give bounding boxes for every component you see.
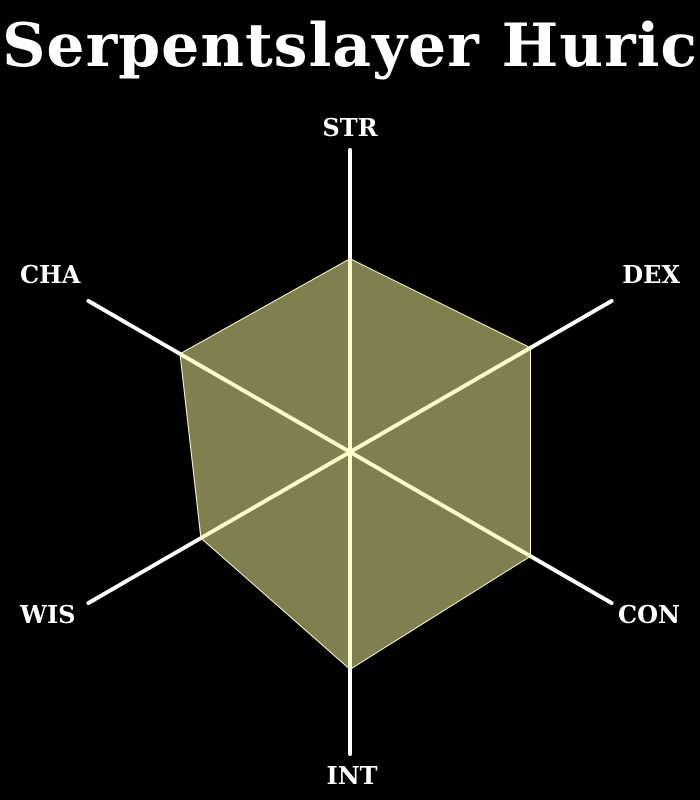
chart-title: Serpentslayer Huric <box>2 11 698 81</box>
value-spoke-cha <box>178 352 351 454</box>
value-spoke-wis <box>199 450 352 540</box>
value-spoke-con <box>349 450 532 558</box>
axis-label-wis: WIS <box>19 600 76 629</box>
axis-label-cha: CHA <box>20 260 81 289</box>
axis-label-con: CON <box>618 600 680 629</box>
axis-label-int: INT <box>326 761 377 790</box>
value-spoke-dex <box>349 346 532 454</box>
stat-polygon <box>179 258 531 671</box>
axis-label-dex: DEX <box>622 260 680 289</box>
axis-label-str: STR <box>322 113 378 142</box>
